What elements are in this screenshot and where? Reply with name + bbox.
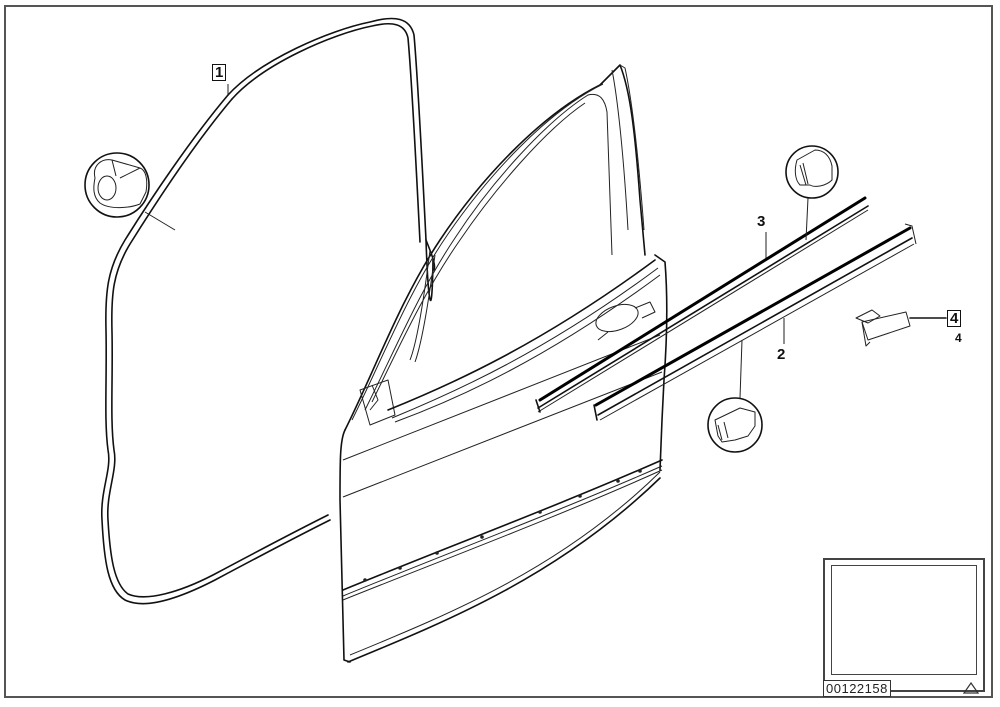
- strip-end-detail-lower: [707, 339, 763, 453]
- callout-2[interactable]: 2: [777, 346, 786, 363]
- reference-view-box: [823, 558, 985, 692]
- callout-3[interactable]: 3: [757, 213, 766, 230]
- seal-clip-detail: [84, 152, 176, 231]
- door-seal-part-1[interactable]: [101, 17, 436, 605]
- door-shell: [339, 64, 668, 663]
- reference-view-inner: [831, 565, 977, 675]
- window-strip-part-2[interactable]: [593, 223, 917, 421]
- strip-end-detail-upper: [785, 145, 839, 241]
- window-strip-part-3[interactable]: [535, 196, 869, 413]
- clip-part-4[interactable]: [855, 309, 947, 347]
- callout-1[interactable]: 1: [212, 64, 227, 81]
- triangle-icon: [963, 682, 979, 694]
- diagram-id: 00122158: [823, 680, 891, 697]
- callout-4[interactable]: 4: [947, 310, 962, 327]
- callout-4-secondary: 4: [955, 331, 962, 345]
